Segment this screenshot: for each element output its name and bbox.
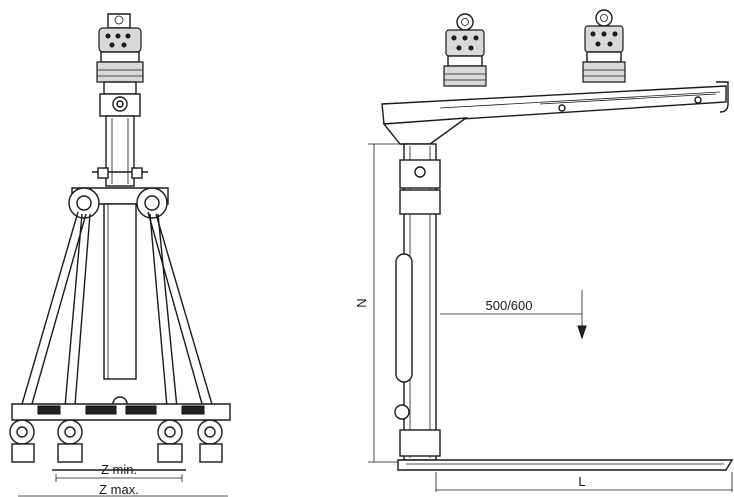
dimension-n-label: N [354,298,369,307]
load-arrow-icon [577,325,587,340]
dimension-load-center: 500/600 [440,290,587,340]
dimension-l-label: L [578,474,585,489]
rotator-icon [96,13,144,117]
side-view: N 500/600 L [354,9,734,492]
dimension-z-max-label: Z max. [99,482,139,497]
front-view: Z min. Z max. [9,13,231,497]
dimension-l: L [435,472,733,492]
dimension-z-min-label: Z min. [101,462,137,477]
dimension-z-min: Z min. [55,462,183,482]
dimension-load-center-label: 500/600 [486,298,533,313]
dimension-z-max: Z max. [18,482,228,497]
dimension-n: N [354,143,402,463]
rotator-icon [443,13,487,87]
rotator-icon [582,9,626,83]
